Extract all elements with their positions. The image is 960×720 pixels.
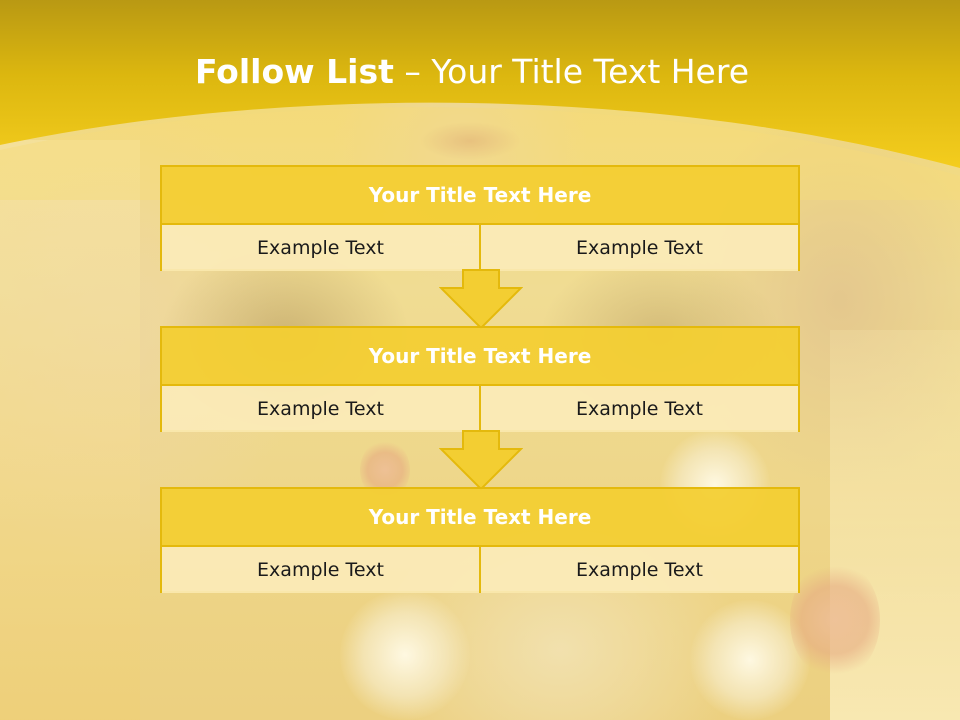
step-row: Example Text Example Text <box>162 225 798 271</box>
step-title: Your Title Text Here <box>162 167 798 225</box>
flower-decoration <box>790 560 880 680</box>
background-shape <box>0 140 140 720</box>
step-title: Your Title Text Here <box>162 328 798 386</box>
step-cell-left: Example Text <box>162 547 479 593</box>
step-box: Your Title Text Here Example Text Exampl… <box>160 487 800 593</box>
step-box: Your Title Text Here Example Text Exampl… <box>160 165 800 271</box>
step-cell-right: Example Text <box>479 225 798 271</box>
page-title-bold: Follow List <box>194 52 394 91</box>
step-row: Example Text Example Text <box>162 386 798 432</box>
arrow-down-icon <box>439 269 523 330</box>
page-title: Follow List – Your Title Text Here <box>0 52 944 91</box>
step-row: Example Text Example Text <box>162 547 798 593</box>
step-cell-left: Example Text <box>162 386 479 432</box>
page-title-subtitle: – Your Title Text Here <box>404 52 750 91</box>
step-box: Your Title Text Here Example Text Exampl… <box>160 326 800 432</box>
step-cell-right: Example Text <box>479 547 798 593</box>
step-cell-left: Example Text <box>162 225 479 271</box>
flower-decoration <box>340 590 470 720</box>
step-title: Your Title Text Here <box>162 489 798 547</box>
background-shape <box>420 122 520 160</box>
arrow-down-icon <box>439 430 523 491</box>
step-cell-right: Example Text <box>479 386 798 432</box>
